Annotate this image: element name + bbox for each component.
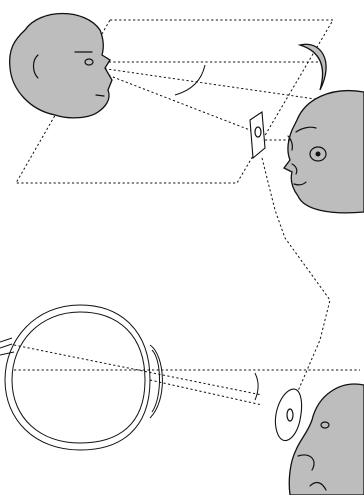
mirror-card-lower: [275, 389, 301, 440]
eye-cross-section: [0, 305, 360, 450]
head-right-face: [265, 91, 364, 213]
sightline-down: [100, 72, 255, 132]
mirror-card-upper: [250, 112, 265, 158]
curved-lens: [300, 44, 326, 90]
angle-arc-top: [175, 65, 205, 95]
head-left-profile: [10, 14, 112, 118]
sightline-middle: [100, 68, 322, 100]
